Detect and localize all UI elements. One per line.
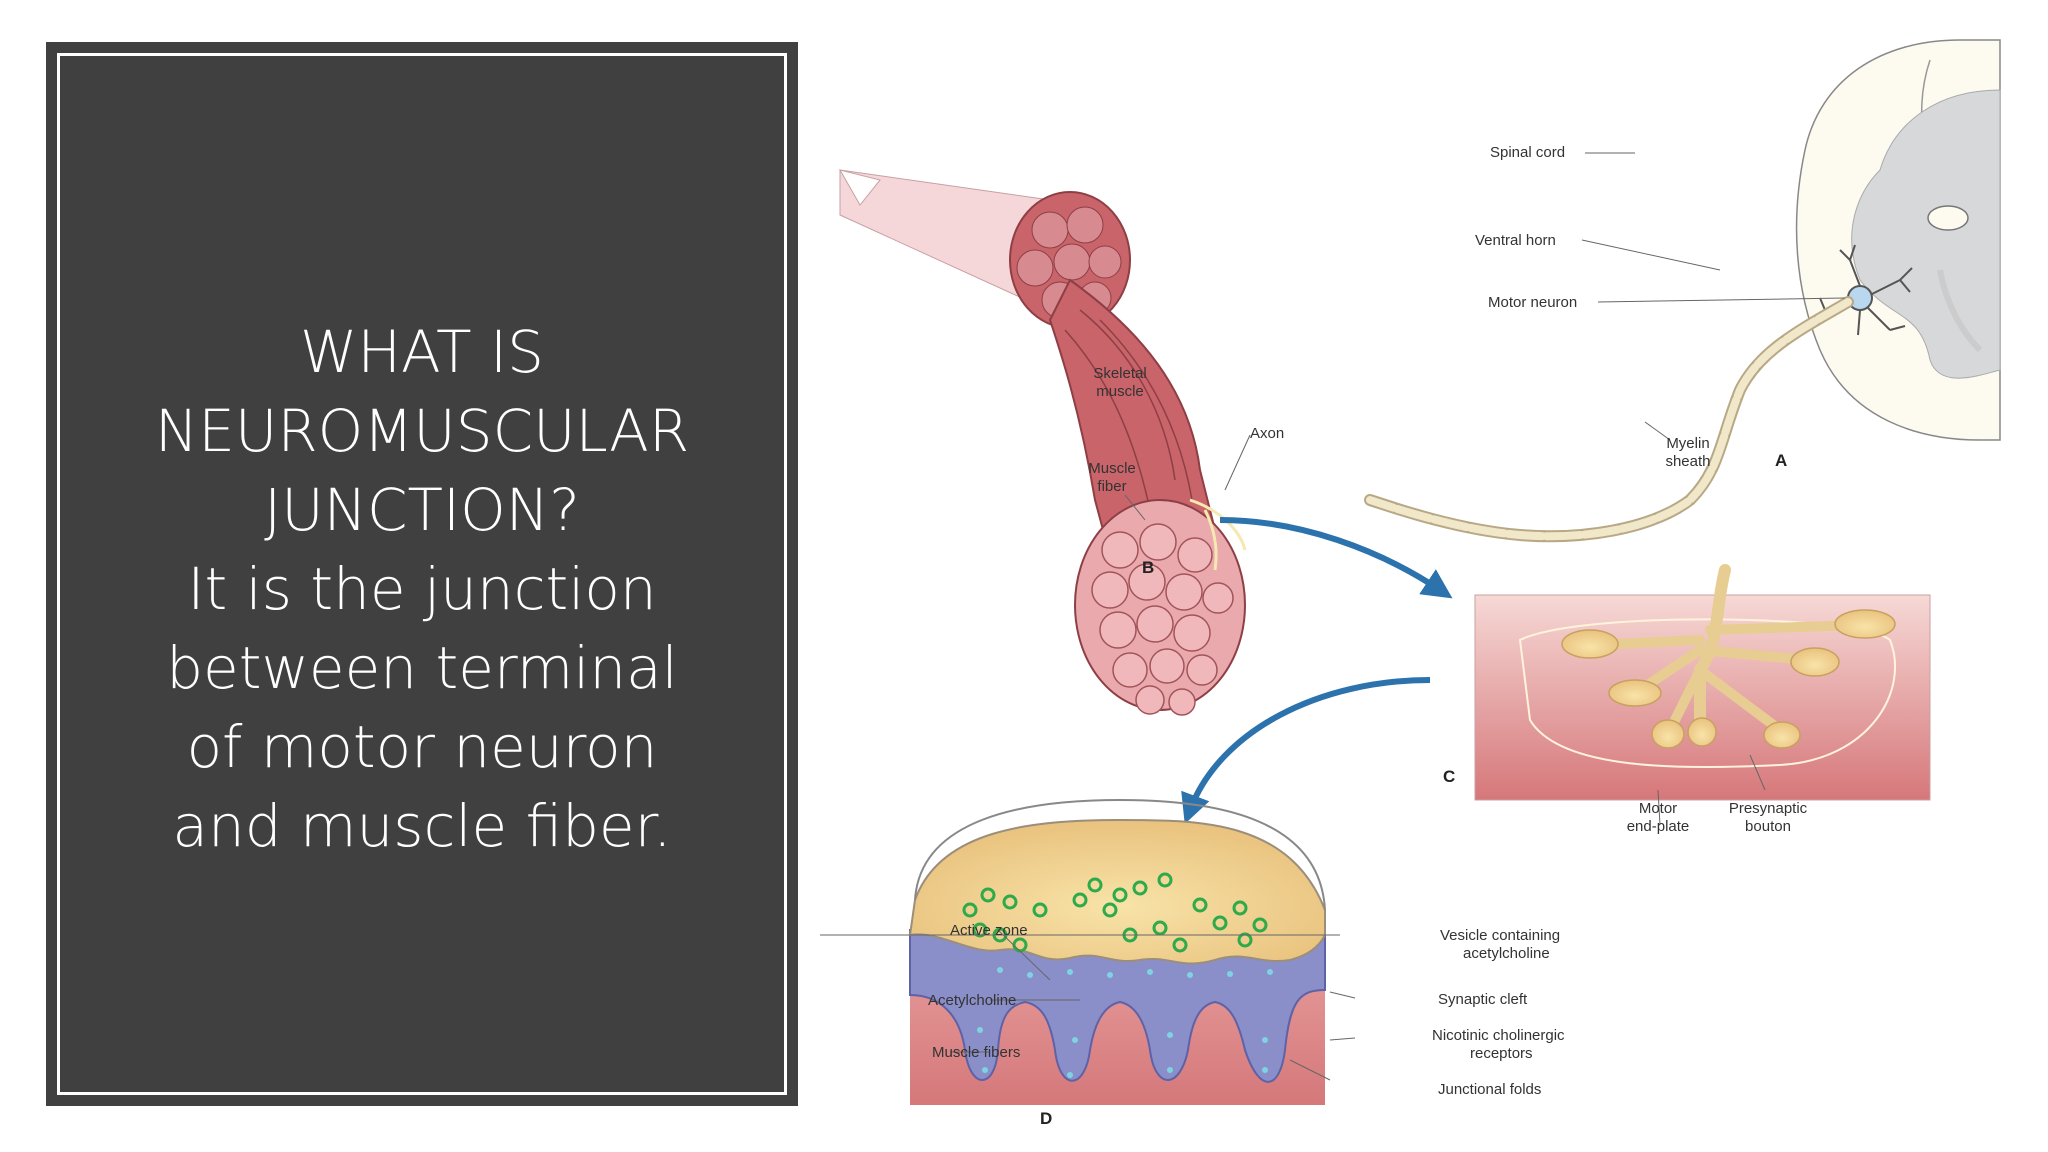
label-motor-neuron: Motor neuron [1488, 294, 1577, 311]
leader-lines [820, 152, 1846, 1081]
label-skeletal-muscle-2: muscle [1096, 383, 1144, 400]
label-vesicle-2: acetylcholine [1463, 945, 1550, 962]
label-panel-c: C [1443, 767, 1455, 786]
label-muscle-fibers: Muscle fibers [932, 1044, 1020, 1061]
label-spinal-cord: Spinal cord [1490, 144, 1565, 161]
label-axon: Axon [1250, 425, 1284, 442]
label-motor-endplate-2: end-plate [1627, 818, 1690, 835]
label-presynaptic-1: Presynaptic [1729, 800, 1808, 817]
myelinated-axon [1364, 296, 1854, 543]
title-line-3: JUNCTION? [264, 476, 580, 544]
label-active-zone: Active zone [950, 922, 1028, 939]
definition-line-1: It is the junction [187, 555, 657, 623]
label-panel-b: B [1142, 558, 1154, 577]
label-panel-d: D [1040, 1109, 1052, 1128]
label-junctional-folds: Junctional folds [1438, 1081, 1541, 1098]
spinal-cord-section [1795, 39, 2001, 441]
label-vesicle-1: Vesicle containing [1440, 927, 1560, 944]
title-line-2: NEUROMUSCULAR [154, 397, 690, 465]
definition-line-2: between terminal [166, 634, 678, 702]
title-line-1: WHAT IS [300, 318, 544, 386]
label-muscle-fiber-2: fiber [1097, 478, 1126, 495]
definition-line-3: of motor neuron [186, 713, 658, 781]
label-muscle-fiber-1: Muscle [1088, 460, 1136, 477]
panel-text: WHAT IS NEUROMUSCULAR JUNCTION? It is th… [49, 313, 795, 866]
label-myelin-2: sheath [1665, 453, 1710, 470]
label-myelin-1: Myelin [1666, 435, 1709, 452]
motor-endplate-view [1474, 564, 1931, 801]
label-presynaptic-2: bouton [1745, 818, 1791, 835]
arrow-to-synapse [1181, 677, 1431, 825]
label-panel-a: A [1775, 451, 1787, 470]
arrow-to-endplate [1219, 517, 1453, 599]
muscle-fiber-bundle [1074, 498, 1247, 716]
label-acetylcholine: Acetylcholine [928, 992, 1016, 1009]
label-skeletal-muscle-1: Skeletal [1093, 365, 1146, 382]
label-synaptic-cleft: Synaptic cleft [1438, 991, 1528, 1008]
label-ventral-horn: Ventral horn [1475, 232, 1556, 249]
label-nicotinic-1: Nicotinic cholinergic [1432, 1027, 1565, 1044]
definition-line-4: and muscle fiber. [172, 792, 672, 860]
neuromuscular-junction-diagram: Spinal cord Ventral horn Motor neuron Sk… [820, 39, 2001, 1128]
panel-inner-border [57, 53, 787, 1095]
title-panel: WHAT IS NEUROMUSCULAR JUNCTION? It is th… [46, 42, 798, 1106]
label-nicotinic-2: receptors [1470, 1045, 1533, 1062]
synapse-detail-view [908, 798, 1326, 1105]
label-motor-endplate-1: Motor [1639, 800, 1677, 817]
